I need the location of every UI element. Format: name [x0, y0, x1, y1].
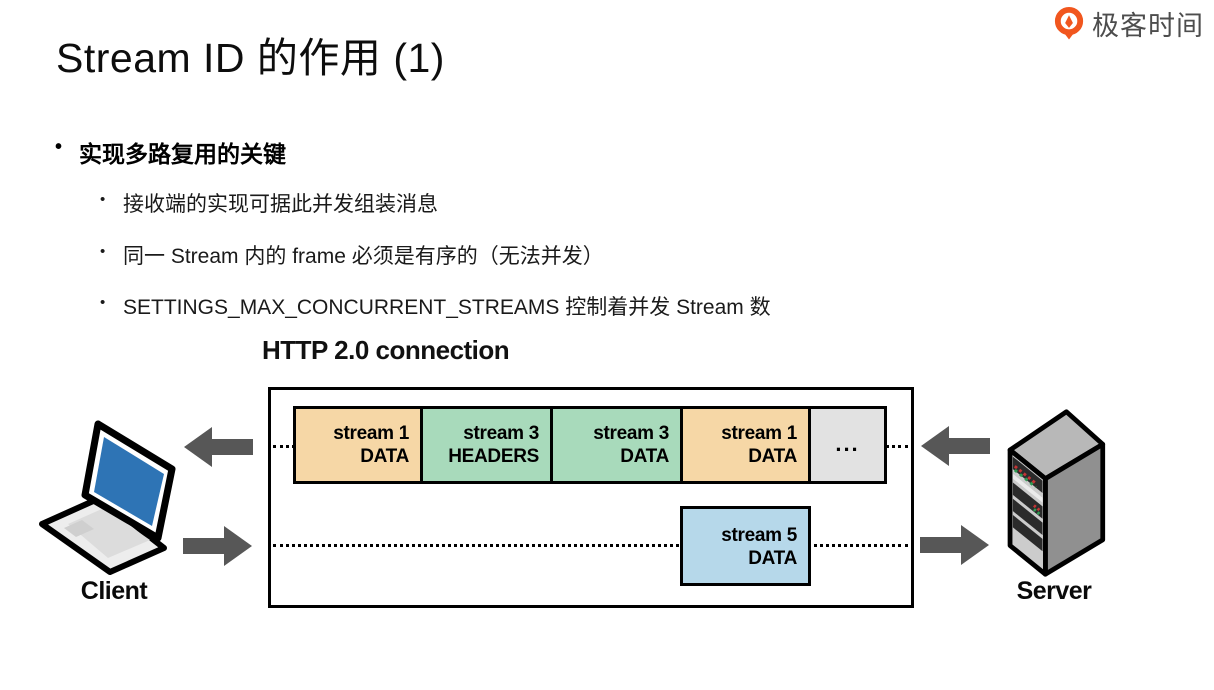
arrow-right-icon	[183, 526, 252, 566]
bullet-level2-item: • 接收端的实现可据此并发组装消息	[100, 188, 438, 218]
arrow-left-icon	[921, 426, 990, 466]
bullet-dot: •	[100, 191, 106, 208]
bullet-level1-text: 实现多路复用的关键	[79, 141, 286, 167]
frame-type-label: DATA	[748, 446, 797, 468]
diagram-title: HTTP 2.0 connection	[262, 335, 510, 365]
bullet-dot: •	[100, 294, 106, 311]
client-label: Client	[80, 577, 148, 605]
frame-stream-label: stream 1	[721, 423, 797, 444]
frame-type-label: DATA	[748, 548, 797, 570]
frame-stream-label: stream 1	[333, 423, 409, 444]
frame-stream1-data-2: stream 1 DATA	[680, 406, 811, 484]
bullet-level2-item: • SETTINGS_MAX_CONCURRENT_STREAMS 控制着并发 …	[100, 291, 771, 321]
bullet-level2-text: 同一 Stream 内的 frame 必须是有序的（无法并发）	[123, 245, 604, 268]
frame-stream-label: stream 3	[593, 423, 669, 444]
frame-type-label: HEADERS	[448, 446, 539, 468]
arrow-right-icon	[920, 525, 989, 565]
bullet-dot: •	[55, 136, 63, 158]
laptop-icon	[39, 420, 176, 575]
frame-stream3-headers: stream 3 HEADERS	[420, 406, 553, 484]
bullet-level2-item: • 同一 Stream 内的 frame 必须是有序的（无法并发）	[100, 240, 604, 270]
frame-type-label: DATA	[620, 446, 669, 468]
frame-type-label: DATA	[360, 446, 409, 468]
frame-more-ellipsis: ...	[808, 406, 887, 484]
bullet-dot: •	[100, 243, 106, 260]
server-icon	[1007, 409, 1106, 577]
bullet-level1: • 实现多路复用的关键	[55, 135, 286, 169]
frame-stream1-data: stream 1 DATA	[293, 406, 423, 484]
geektime-logo-icon	[1054, 6, 1084, 40]
bullet-level2-text: SETTINGS_MAX_CONCURRENT_STREAMS 控制着并发 St…	[123, 296, 771, 319]
brand-name: 极客时间	[1092, 11, 1204, 41]
frame-stream5-data: stream 5 DATA	[680, 506, 811, 586]
server-label: Server	[1016, 577, 1092, 605]
brand-logo: 极客时间	[1052, 4, 1204, 43]
flow-dotted-line-bottom	[273, 544, 908, 547]
frame-stream-label: stream 3	[463, 423, 539, 444]
page-title: Stream ID 的作用 (1)	[56, 35, 445, 81]
bullet-level2-text: 接收端的实现可据此并发组装消息	[123, 193, 438, 216]
frame-stream3-data: stream 3 DATA	[550, 406, 683, 484]
arrow-left-icon	[184, 427, 253, 467]
frame-stream-label: stream 5	[721, 525, 797, 546]
